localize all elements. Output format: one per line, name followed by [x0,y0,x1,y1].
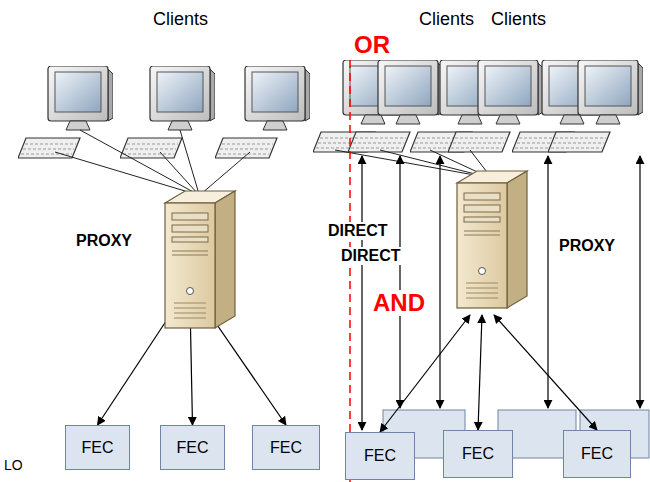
client-computers [313,60,643,152]
box-label: FEC [462,445,494,463]
drawing-part [479,268,486,275]
and-label: AND [372,290,426,316]
server-label: PROXY [558,237,616,255]
drawing-part [172,225,208,232]
drawing-part [439,156,440,408]
drawing-part [172,251,208,255]
drawing-part [464,231,500,235]
drawing-part [215,191,235,328]
fec-box: FEC [65,425,130,470]
box-label: FEC [364,447,396,465]
group-heading: Clients [418,10,475,30]
fec-box: FEC [345,432,415,480]
drawing-part [187,288,194,295]
fec-box: FEC [160,425,225,470]
drawing-part [172,213,208,220]
drawing-part [380,150,483,176]
direct-label: DIRECT [327,222,389,240]
drawing-part [399,156,400,408]
proxy-server: PROXY [72,185,232,303]
box-label: FEC [177,439,209,457]
drawing-part [639,156,640,408]
proxy-server: PROXY [452,165,647,315]
drawing-part [547,156,548,408]
drawing-part [18,66,113,158]
link-arrow [494,315,597,430]
box-label: FEC [82,439,114,457]
direct-label: DIRECT [340,247,402,265]
box-label: FEC [581,445,613,463]
link-arrow [380,315,470,432]
fec-box: FEC [443,430,513,478]
drawing-part [452,165,532,310]
server-icon [452,165,532,310]
drawing-part [172,237,208,242]
or-label: OR [353,32,391,58]
server-label: PROXY [75,232,133,250]
drawing-part [361,156,362,430]
fec-box: FEC [563,430,631,478]
link-arrow [478,315,482,430]
client-links [55,130,250,194]
drawing-part [165,203,215,328]
drawing-part [180,130,199,194]
drawing-part [464,217,500,222]
divider-line [349,60,351,482]
drawing-part [201,152,250,194]
drawing-part [457,183,507,308]
fec-box: FEC [252,425,320,470]
drawing-part [466,283,498,298]
server-icon [160,185,240,330]
box-label: FEC [270,439,302,457]
drawing-part [120,66,215,158]
drawing-part [464,205,500,212]
client-links [335,150,490,176]
drawing-part [55,152,195,194]
drawing-part [160,185,240,330]
direct-arrows [362,156,640,430]
footer-text: LO [3,458,24,473]
drawing-part [507,171,527,308]
drawing-part [464,193,500,200]
drawing-part [80,130,197,194]
drawing-part [215,66,310,158]
group-heading: Clients [152,10,209,30]
drawing-part [548,60,643,152]
client-computers [18,66,310,158]
group-heading: Clients [490,10,547,30]
drawing-part [174,303,206,318]
